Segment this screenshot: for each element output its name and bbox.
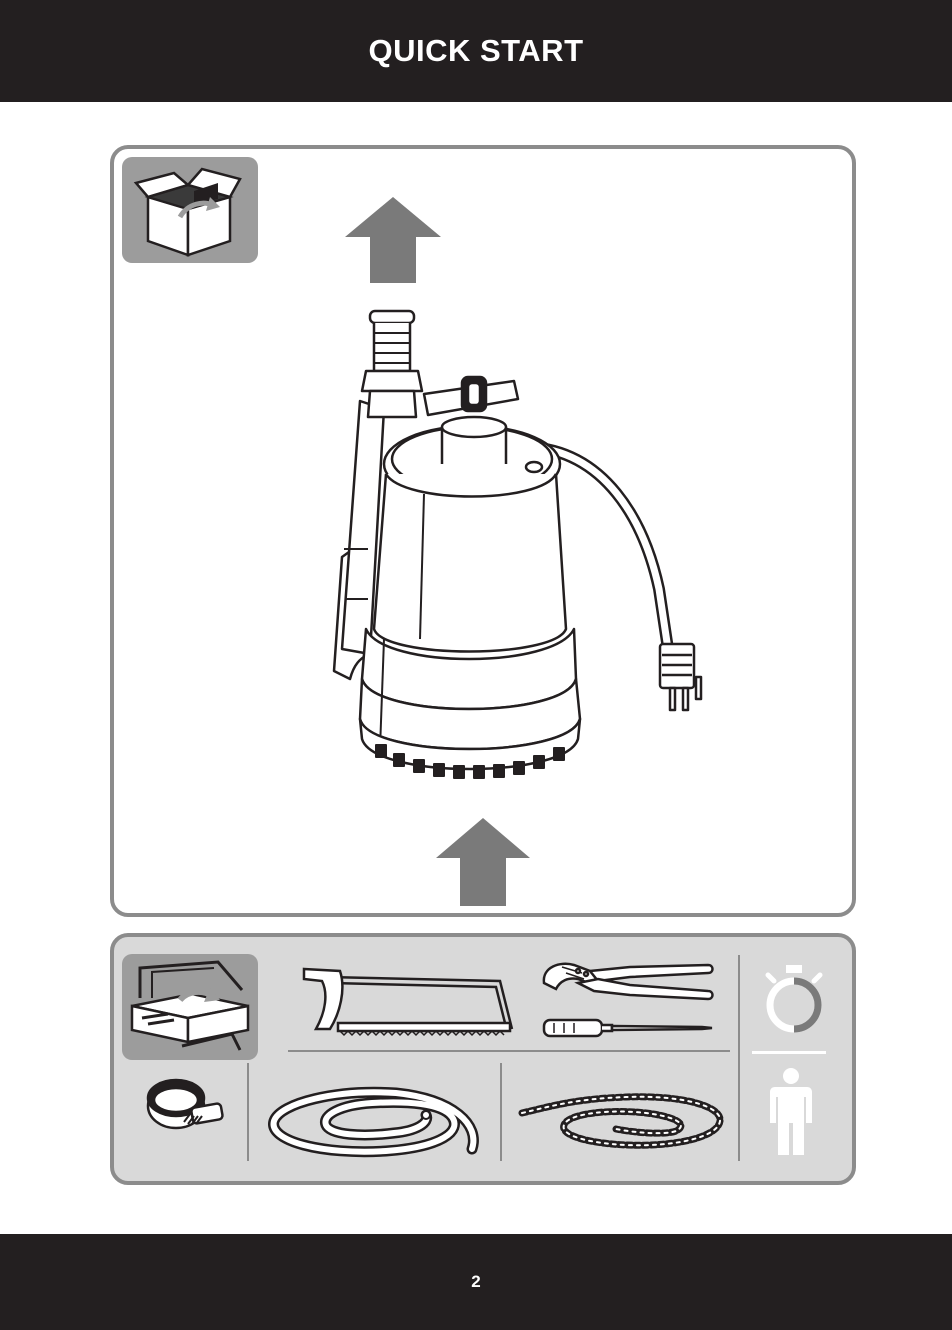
screwdriver-icon (542, 1017, 714, 1039)
hose-icon (266, 1085, 482, 1159)
unboxing-panel (110, 145, 856, 917)
divider (500, 1063, 502, 1161)
divider (738, 955, 740, 1161)
workbench-icon (122, 954, 258, 1060)
stopwatch-icon (762, 963, 826, 1035)
hacksaw-icon (300, 959, 516, 1043)
divider (288, 1050, 730, 1052)
arrow-up-icon (434, 818, 532, 906)
tools-panel (110, 933, 856, 1185)
arrow-up-icon (343, 197, 443, 283)
divider (247, 1063, 249, 1161)
hose-clamp-icon (144, 1074, 228, 1134)
pliers-icon (538, 957, 714, 1007)
open-box-icon (122, 157, 258, 263)
rope-icon (516, 1085, 728, 1159)
divider (752, 1051, 826, 1054)
page-footer: 2 (0, 1234, 952, 1330)
page-number: 2 (471, 1272, 480, 1292)
page-title: QUICK START (368, 33, 583, 69)
page-header: QUICK START (0, 0, 952, 102)
person-icon (766, 1067, 816, 1157)
submersible-pump-illustration (304, 299, 734, 805)
